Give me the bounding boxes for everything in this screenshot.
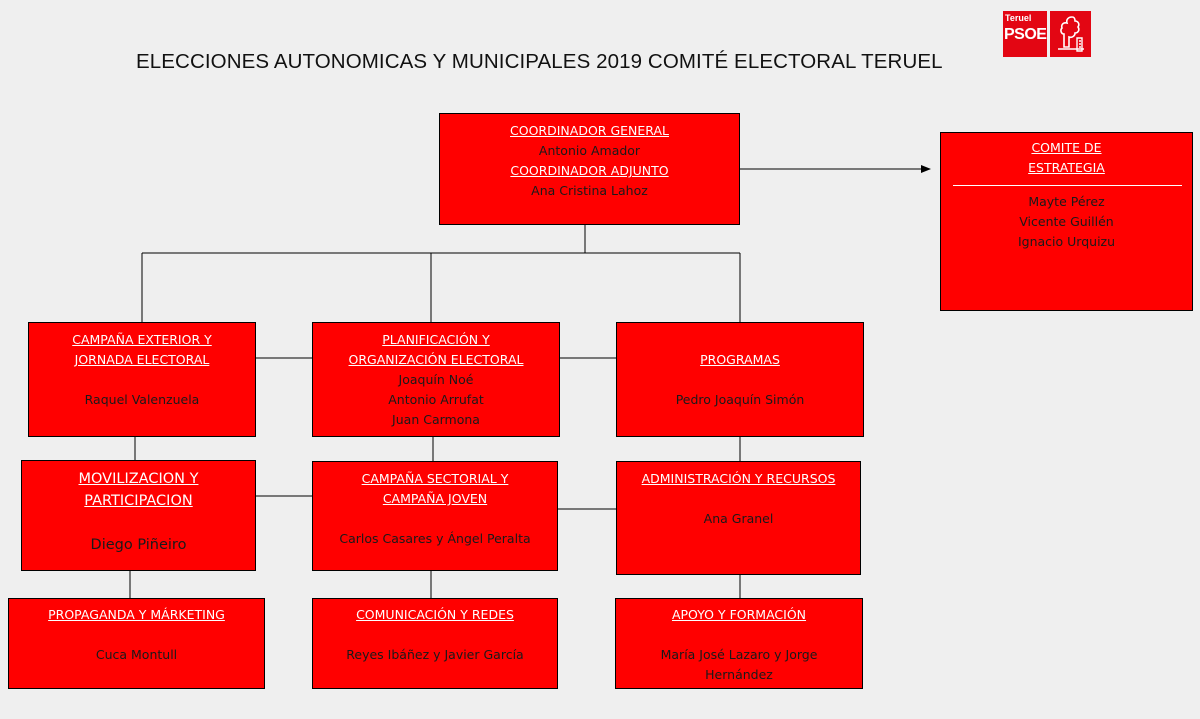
- box-campana-sectorial: CAMPAÑA SECTORIAL Y CAMPAÑA JOVEN Carlos…: [312, 461, 558, 571]
- heading-comite-line1: COMITE DE: [1031, 140, 1102, 155]
- box-apoyo-formacion: APOYO Y FORMACIÓN María José Lazaro y Jo…: [615, 598, 863, 689]
- heading-programas: PROGRAMAS: [700, 352, 780, 367]
- box-propaganda: PROPAGANDA Y MÁRKETING Cuca Montull: [8, 598, 265, 689]
- heading-administracion: ADMINISTRACIÓN Y RECURSOS: [641, 471, 836, 486]
- logo-small-text: Teruel: [1005, 13, 1032, 23]
- name-campana-sectorial: Carlos Casares y Ángel Peralta: [339, 531, 531, 546]
- rose-fist-icon: [1050, 11, 1091, 57]
- box-administracion: ADMINISTRACIÓN Y RECURSOS Ana Granel: [616, 461, 861, 575]
- heading-comunicacion: COMUNICACIÓN Y REDES: [356, 607, 514, 622]
- heading-campana-sectorial-line1: CAMPAÑA SECTORIAL Y: [361, 471, 509, 486]
- page-title: ELECCIONES AUTONOMICAS Y MUNICIPALES 201…: [136, 50, 943, 73]
- comite-divider: [953, 185, 1182, 186]
- box-comunicacion: COMUNICACIÓN Y REDES Reyes Ibáñez y Javi…: [312, 598, 558, 689]
- name-coordinador-general: Antonio Amador: [538, 143, 641, 158]
- box-movilizacion: MOVILIZACION Y PARTICIPACION Diego Piñei…: [21, 460, 256, 571]
- box-comite-estrategia: COMITE DE ESTRATEGIA Mayte Pérez Vicente…: [940, 132, 1193, 311]
- heading-propaganda: PROPAGANDA Y MÁRKETING: [48, 607, 225, 622]
- name-planificacion: Juan Carmona: [392, 412, 480, 427]
- logo-wordmark: Teruel PSOE: [1003, 11, 1047, 57]
- heading-campana-exterior-line1: CAMPAÑA EXTERIOR Y: [72, 332, 212, 347]
- comite-member: Vicente Guillén: [1019, 214, 1114, 229]
- name-propaganda: Cuca Montull: [95, 647, 178, 662]
- name-programas: Pedro Joaquín Simón: [675, 392, 805, 407]
- box-coordinador-general: COORDINADOR GENERAL Antonio Amador COORD…: [439, 113, 740, 225]
- name-coordinador-adjunto: Ana Cristina Lahoz: [531, 183, 648, 198]
- heading-movilizacion-line1: MOVILIZACION Y: [78, 471, 199, 487]
- heading-coordinador-general: COORDINADOR GENERAL: [510, 123, 669, 138]
- name-campana-exterior: Raquel Valenzuela: [84, 392, 200, 407]
- heading-comite-line2: ESTRATEGIA: [1028, 160, 1105, 175]
- name-apoyo-line2: Hernández: [705, 667, 773, 682]
- name-planificacion: Joaquín Noé: [398, 372, 474, 387]
- heading-campana-sectorial-line2: CAMPAÑA JOVEN: [382, 491, 488, 506]
- heading-apoyo-formacion: APOYO Y FORMACIÓN: [671, 607, 807, 622]
- heading-coordinador-adjunto: COORDINADOR ADJUNTO: [510, 163, 669, 178]
- name-movilizacion: Diego Piñeiro: [90, 537, 187, 553]
- heading-campana-exterior-line2: JORNADA ELECTORAL: [74, 352, 210, 367]
- psoe-teruel-logo: Teruel PSOE: [1003, 11, 1091, 57]
- comite-member: Ignacio Urquizu: [1017, 234, 1116, 249]
- comite-member: Mayte Pérez: [1028, 194, 1105, 209]
- heading-movilizacion-line2: PARTICIPACION: [84, 493, 193, 509]
- box-programas: PROGRAMAS Pedro Joaquín Simón: [616, 322, 864, 437]
- logo-big-text: PSOE: [1004, 26, 1047, 43]
- box-campana-exterior: CAMPAÑA EXTERIOR Y JORNADA ELECTORAL Raq…: [28, 322, 256, 437]
- name-apoyo-line1: María José Lazaro y Jorge: [660, 647, 818, 662]
- heading-planificacion-line2: ORGANIZACIÓN ELECTORAL: [348, 352, 524, 367]
- box-planificacion: PLANIFICACIÓN Y ORGANIZACIÓN ELECTORAL J…: [312, 322, 560, 437]
- name-administracion: Ana Granel: [703, 511, 774, 526]
- name-comunicacion: Reyes Ibáñez y Javier García: [346, 647, 524, 662]
- name-planificacion: Antonio Arrufat: [388, 392, 484, 407]
- heading-planificacion-line1: PLANIFICACIÓN Y: [382, 332, 490, 347]
